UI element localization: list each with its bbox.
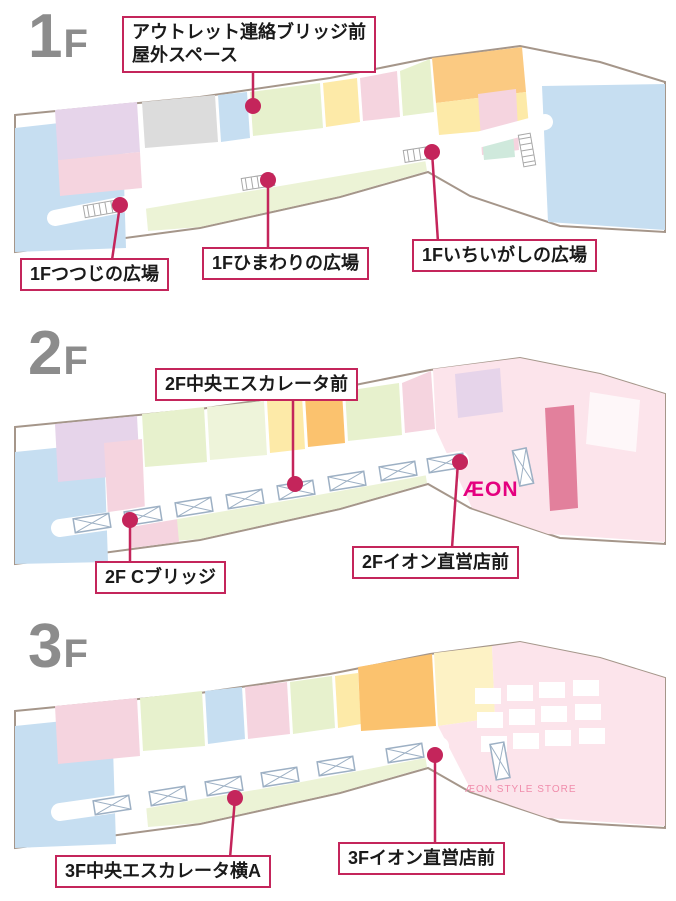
floor-number: 2 (28, 319, 64, 388)
floor-number: 3 (28, 612, 64, 681)
marker-label-line: 2Fイオン直営店前 (362, 552, 510, 572)
marker-label-aeon-store-front-3f[interactable]: 3Fイオン直営店前 (338, 842, 506, 876)
marker-label-line: 1Fいちいがしの広場 (422, 245, 588, 265)
marker-label-central-escalator-side-a[interactable]: 3F中央エスカレータ横A (55, 855, 272, 889)
marker-label-line: 1Fひまわりの広場 (212, 253, 360, 273)
floor-map-1f (14, 44, 666, 261)
map-pin-outlet-bridge[interactable] (245, 98, 261, 114)
marker-label-himawari-plaza[interactable]: 1Fひまわりの広場 (202, 247, 370, 281)
floor-suffix: F (63, 22, 89, 66)
marker-label-outlet-bridge[interactable]: アウトレット連絡ブリッジ前 屋外スペース (122, 16, 376, 73)
floor-map-2f: ÆON (14, 356, 666, 566)
marker-label-line: 1Fつつじの広場 (30, 264, 160, 284)
marker-label-central-escalator[interactable]: 2F中央エスカレータ前 (155, 368, 359, 402)
floor-map-3f: ÆON STYLE STORE (14, 640, 666, 859)
tenant-blocks (15, 358, 665, 564)
marker-label-line: 3Fイオン直営店前 (348, 848, 496, 868)
floor-suffix: F (63, 339, 89, 383)
map-pin-aeon-store-front-2f[interactable] (452, 454, 468, 470)
marker-label-line: 屋外スペース (132, 45, 238, 66)
marker-label-c-bridge[interactable]: 2F Cブリッジ (95, 561, 227, 595)
aeon-logo: ÆON (463, 478, 519, 501)
map-pin-ichiigashi-plaza[interactable] (424, 144, 440, 160)
marker-label-line: アウトレット連絡ブリッジ前 (132, 22, 366, 42)
leader-lines (228, 755, 437, 859)
map-pin-tsutsuji-plaza[interactable] (112, 197, 128, 213)
marker-label-line: 3F中央エスカレータ横A (65, 861, 262, 881)
aeon-style-store-logo: ÆON STYLE STORE (465, 784, 577, 795)
marker-label-line: 2F中央エスカレータ前 (165, 374, 349, 394)
marker-label-aeon-store-front-2f[interactable]: 2Fイオン直営店前 (352, 546, 520, 580)
floor-suffix: F (63, 632, 89, 676)
marker-label-tsutsuji-plaza[interactable]: 1Fつつじの広場 (20, 258, 170, 292)
map-pin-central-escalator-side-a[interactable] (227, 790, 243, 806)
map-pin-central-escalator[interactable] (287, 476, 303, 492)
marker-label-line: 2F Cブリッジ (105, 567, 217, 587)
map-pin-aeon-store-front-3f[interactable] (427, 747, 443, 763)
map-pin-c-bridge[interactable] (122, 512, 138, 528)
floor-number: 1 (28, 2, 64, 71)
map-pin-himawari-plaza[interactable] (260, 172, 276, 188)
marker-label-ichiigashi-plaza[interactable]: 1Fいちいがしの広場 (412, 239, 598, 273)
